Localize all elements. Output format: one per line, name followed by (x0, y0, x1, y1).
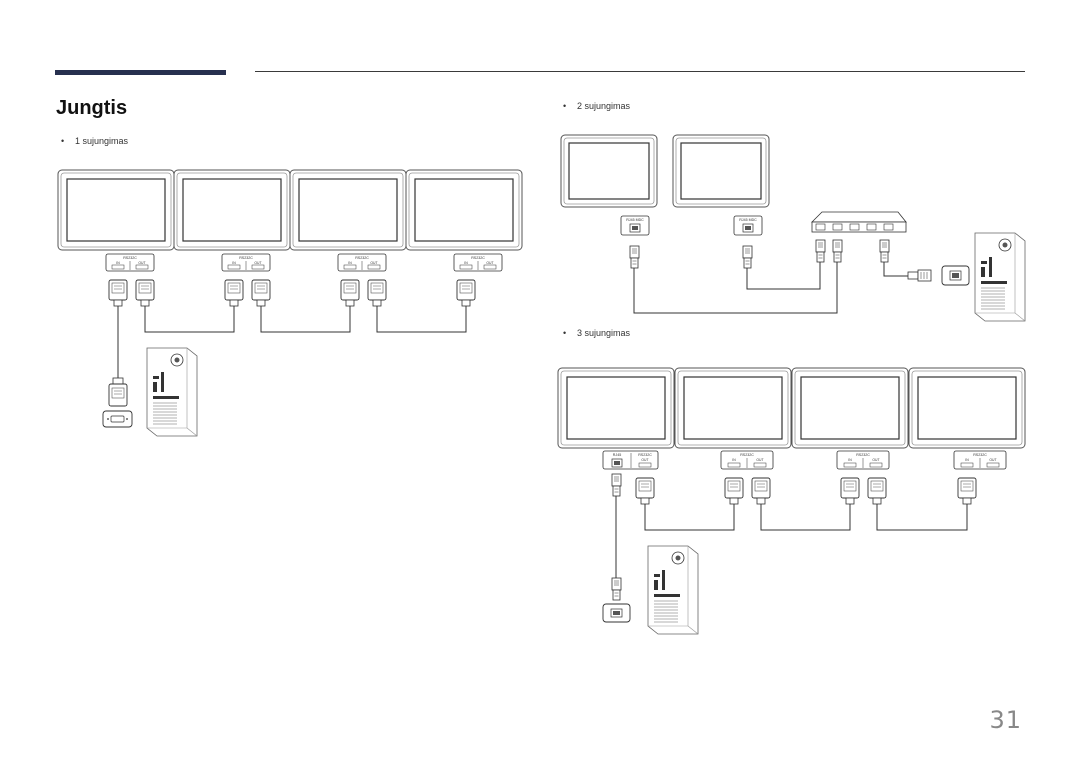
diagram-connection-2: RJ45 MDC RJ45 MDC (560, 134, 1026, 322)
display-monitor (674, 367, 792, 449)
rs232c-port-panel: RS232C IN OUT (720, 450, 774, 470)
display-monitor (791, 367, 909, 449)
section-label-1: •1 sujungimas (61, 136, 129, 146)
lan-cable (633, 262, 908, 314)
rs232c-label: RS232C (471, 256, 485, 260)
dsub-connector (135, 279, 155, 307)
section-label-2: •2 sujungimas (563, 101, 631, 111)
out-label: OUT (254, 261, 261, 265)
diagram-connection-1: RS232C IN OUT RS232C IN OUT RS232C IN OU… (57, 169, 523, 437)
section-label-1-text: 1 sujungimas (75, 136, 129, 146)
in-label: IN (732, 458, 736, 462)
display-monitor (557, 367, 675, 449)
display-monitor (672, 134, 770, 208)
dsub-connector (224, 279, 244, 307)
in-label: IN (965, 458, 969, 462)
out-label: OUT (486, 261, 493, 265)
dsub-connector (635, 477, 655, 505)
section-label-3: •3 sujungimas (563, 328, 631, 338)
rj45-mdc-port: RJ45 MDC (620, 215, 650, 236)
rj45-label: RJ45 (613, 453, 621, 457)
rs232c-label: RS232C (856, 453, 870, 457)
dsub-connector (751, 477, 771, 505)
pc-serial-port (102, 410, 133, 428)
rj45-plug (832, 239, 843, 263)
rs232c-label: RS232C (355, 256, 369, 260)
rs232c-label: RS232C (740, 453, 754, 457)
dsub-connector (251, 279, 271, 307)
section-label-3-text: 3 sujungimas (577, 328, 631, 338)
dsub-connector (367, 279, 387, 307)
rj45-rs232c-port-panel: RJ45 RS232C OUT (602, 450, 659, 470)
rj45-plug (611, 577, 622, 601)
rj45-mdc-label: RJ45 MDC (739, 218, 757, 222)
dsub-connector (108, 279, 128, 307)
out-label: OUT (872, 458, 879, 462)
network-hub (811, 211, 907, 233)
display-monitor (560, 134, 658, 208)
serial-cable (644, 504, 968, 531)
out-label: OUT (756, 458, 763, 462)
in-label: IN (464, 261, 468, 265)
rj45-plug (879, 239, 890, 263)
rs232c-port-panel: RS232C IN OUT (836, 450, 890, 470)
diagram-connection-3: RJ45 RS232C OUT RS232C IN OUT RS232C IN … (557, 367, 1026, 635)
rs232c-label: RS232C (123, 256, 137, 260)
serial-cable (117, 306, 467, 380)
display-monitor (57, 169, 175, 251)
rj45-mdc-label: RJ45 MDC (626, 218, 644, 222)
dsub-connector (456, 279, 476, 307)
dsub-connector (840, 477, 860, 505)
rj45-plug (629, 245, 640, 269)
rs232c-port-panel: RS232C IN OUT (221, 253, 271, 272)
rs232c-port-panel: RS232C IN OUT (453, 253, 503, 272)
dsub-connector (867, 477, 887, 505)
pc-tower (146, 347, 198, 437)
page-title: Jungtis (56, 97, 128, 119)
rs232c-port-panel: RS232C IN OUT (337, 253, 387, 272)
display-monitor (289, 169, 407, 251)
in-label: IN (848, 458, 852, 462)
out-label: OUT (989, 458, 996, 462)
dsub-connector (957, 477, 977, 505)
pc-tower (647, 545, 699, 635)
rj45-plug (742, 245, 753, 269)
rs232c-label: RS232C (638, 453, 652, 457)
dsub-connector (724, 477, 744, 505)
in-label: IN (348, 261, 352, 265)
rj45-plug (611, 473, 622, 497)
pc-serial-connector (108, 377, 128, 407)
display-monitor (173, 169, 291, 251)
dsub-connector (340, 279, 360, 307)
header-rule (255, 71, 1025, 72)
rs232c-label: RS232C (239, 256, 253, 260)
pc-lan-port (602, 603, 631, 623)
rj45-mdc-port: RJ45 MDC (733, 215, 763, 236)
rj45-plug (815, 239, 826, 263)
rs232c-port-panel: RS232C IN OUT (105, 253, 155, 272)
display-monitor (908, 367, 1026, 449)
page-number: 31 (989, 706, 1022, 734)
header-accent-bar (55, 70, 226, 75)
rj45-plug-horizontal (907, 269, 932, 282)
display-monitor (405, 169, 523, 251)
out-label: OUT (370, 261, 377, 265)
pc-tower (974, 232, 1026, 322)
pc-lan-port (941, 265, 970, 286)
out-label: OUT (641, 458, 648, 462)
rs232c-port-panel: RS232C IN OUT (953, 450, 1007, 470)
in-label: IN (232, 261, 236, 265)
rs232c-label: RS232C (973, 453, 987, 457)
out-label: OUT (138, 261, 145, 265)
section-label-2-text: 2 sujungimas (577, 101, 631, 111)
in-label: IN (116, 261, 120, 265)
